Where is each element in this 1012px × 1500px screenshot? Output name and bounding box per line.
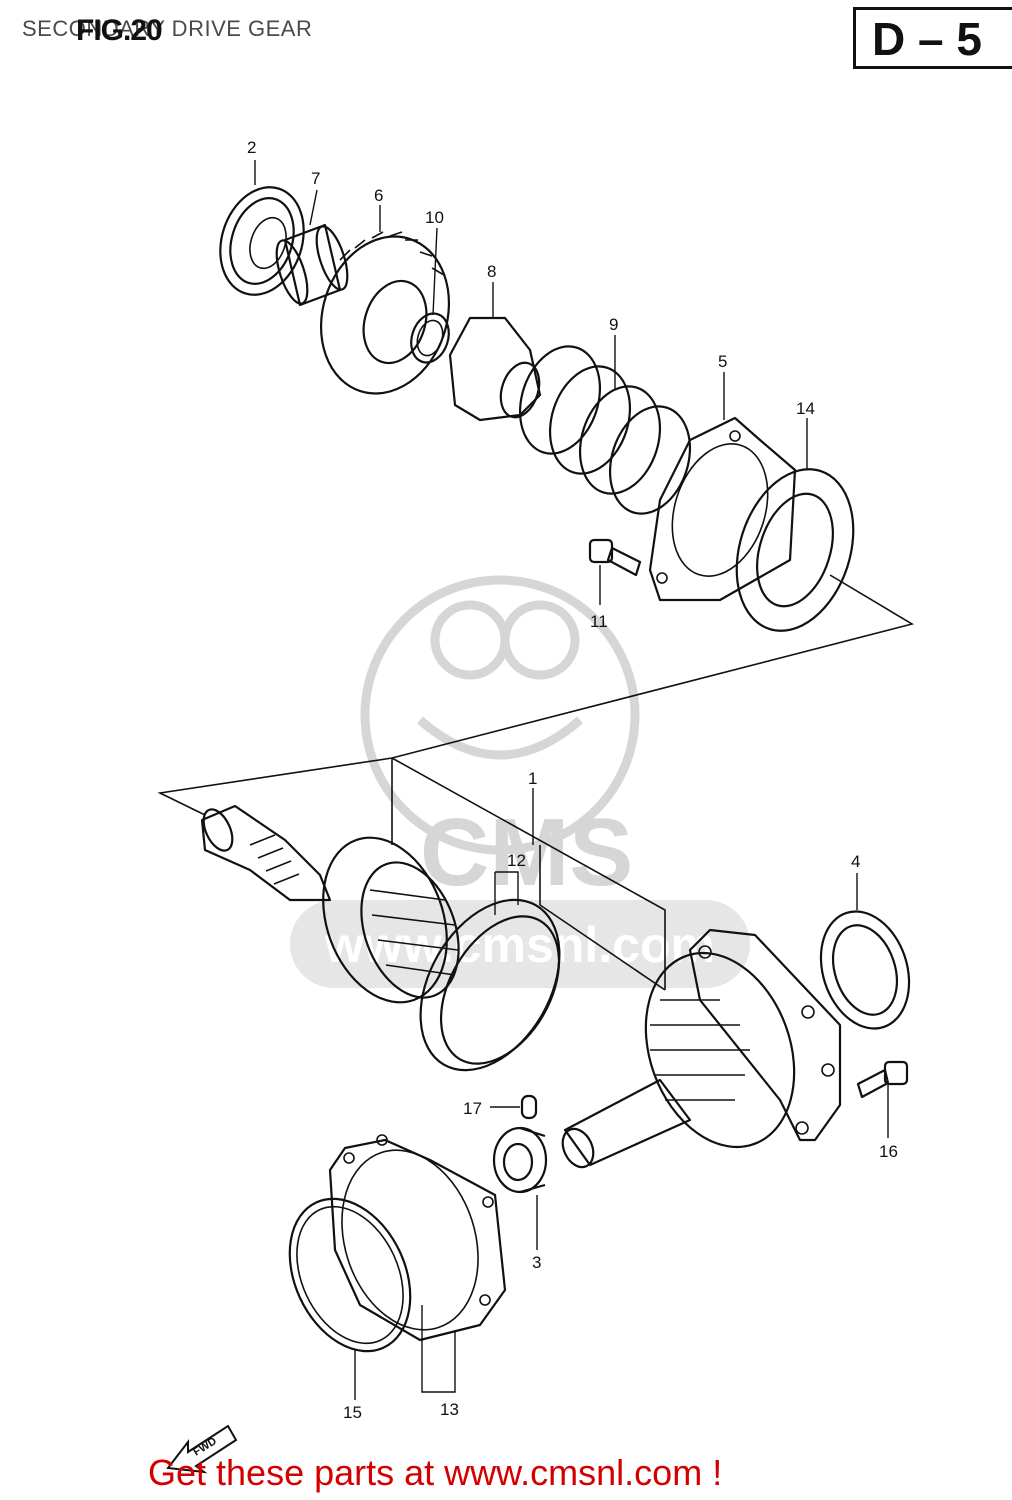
part-10-circlip: [410, 312, 450, 364]
part-12-shim: [419, 898, 561, 1072]
callout-2: 2: [247, 138, 256, 157]
part-6-gear: [319, 231, 451, 395]
part-1-pinion-shaft: [200, 804, 460, 1004]
callout-6: 6: [374, 186, 383, 205]
callout-labels: 2 7 6 10 8 9 5 14 11 1 12 4 17 3 16 15 1…: [247, 138, 898, 1422]
part-2-bearing: [219, 186, 305, 296]
callout-1: 1: [528, 769, 537, 788]
bevel-gear-housing: [644, 928, 842, 1149]
callout-8: 8: [487, 262, 496, 281]
callout-14: 14: [796, 399, 815, 418]
part-11-bolt: [588, 538, 642, 577]
part-4-oil-seal: [819, 910, 911, 1030]
callout-10: 10: [425, 208, 444, 227]
figure-number: FIG.20: [76, 14, 163, 47]
driven-shaft: [561, 1078, 692, 1169]
part-7-sleeve: [275, 223, 349, 307]
part-17-pin: [520, 1094, 538, 1120]
callout-5: 5: [718, 352, 727, 371]
assembly-outline: [157, 574, 915, 991]
part-15-o-ring: [288, 1197, 412, 1353]
callout-9: 9: [609, 315, 618, 334]
watermark-url: www.cmsnl.com: [324, 917, 715, 973]
part-14-shim: [735, 468, 855, 632]
part-8-cam: [448, 316, 542, 422]
footer-link-text[interactable]: Get these parts at www.cmsnl.com !: [148, 1452, 723, 1493]
callout-13: 13: [440, 1400, 459, 1419]
cms-watermark: CMS www.cmsnl.com: [290, 575, 750, 988]
callout-11: 11: [590, 612, 608, 631]
part-9-spring: [518, 345, 692, 515]
callout-16: 16: [879, 1142, 898, 1161]
leader-lines: [254, 160, 889, 1400]
watermark-brand: CMS: [420, 799, 633, 906]
part-13-cover: [328, 1134, 507, 1342]
section-code: D – 5: [872, 13, 982, 65]
callout-7: 7: [311, 169, 320, 188]
callout-4: 4: [851, 852, 860, 871]
callout-3: 3: [532, 1253, 541, 1272]
diagram-title: SECONDARY DRIVE GEAR: [22, 16, 313, 41]
part-5-plate: [648, 416, 797, 602]
callout-15: 15: [343, 1403, 362, 1422]
part-16-bolt: [856, 1060, 909, 1099]
section-code-box: D – 5: [853, 7, 1012, 69]
callout-12: 12: [507, 851, 526, 870]
part-3-collar: [492, 1126, 548, 1194]
callout-17: 17: [463, 1099, 482, 1118]
